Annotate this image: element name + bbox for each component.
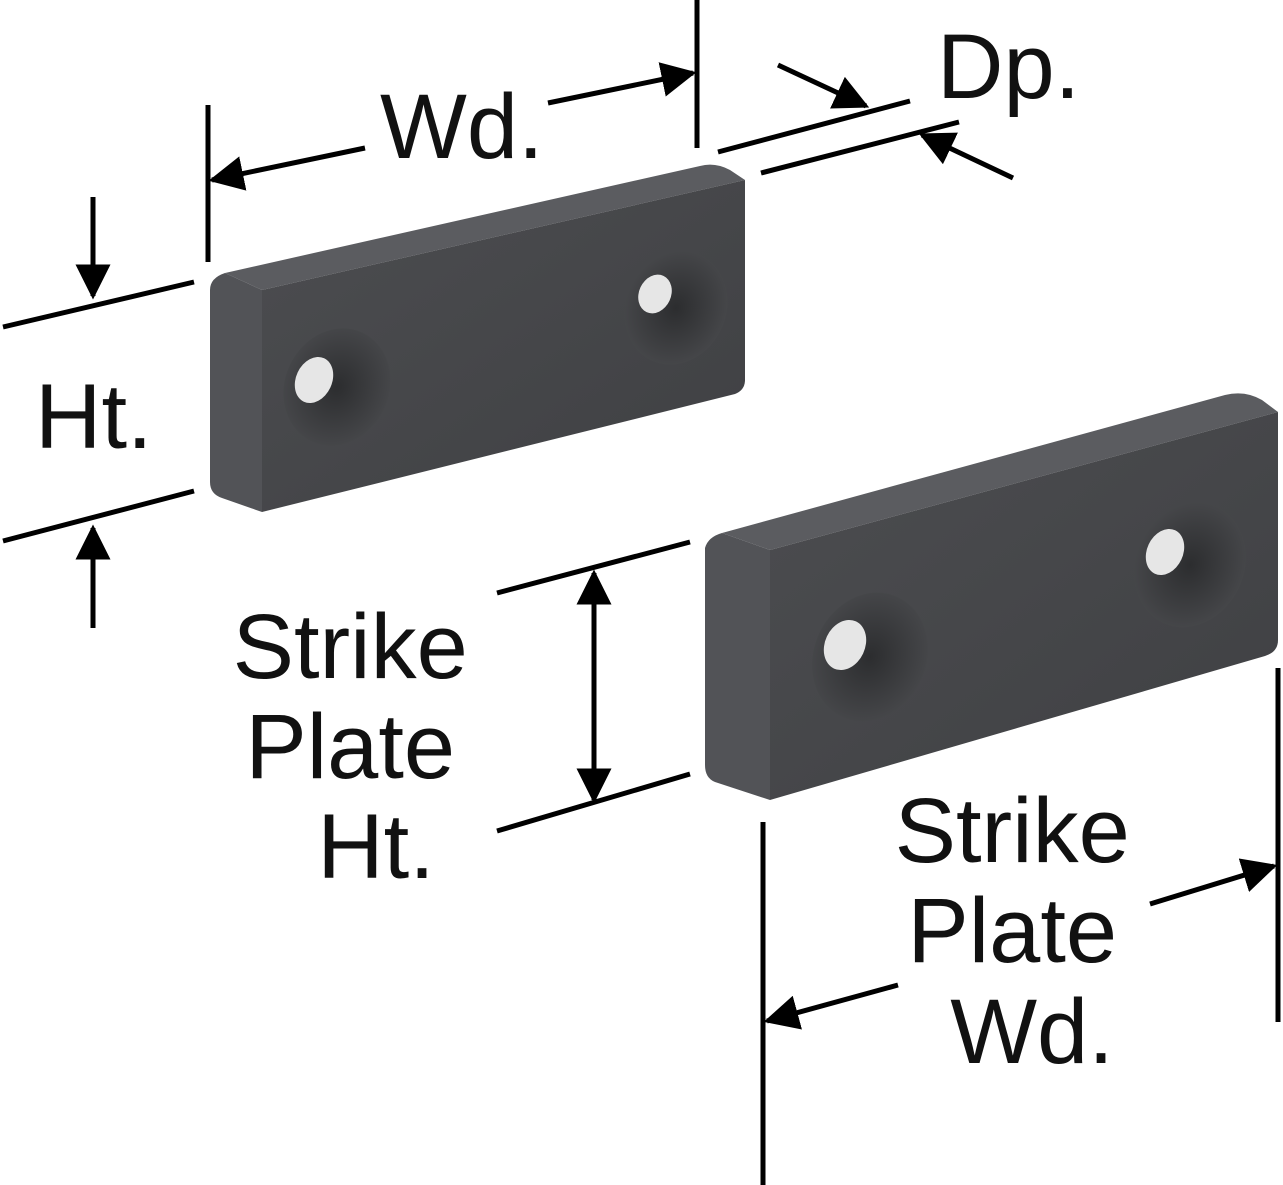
strike-plate-height-line: Strike xyxy=(233,596,468,698)
strike-plate-left-edge xyxy=(705,533,770,800)
extension-line xyxy=(760,119,960,176)
height-dimension: Ht. xyxy=(2,197,195,628)
extension-line xyxy=(2,488,195,544)
strike-plate-width-line: Wd. xyxy=(950,981,1114,1083)
through-hole xyxy=(638,274,672,314)
extension-line xyxy=(717,98,911,155)
plate-front-face xyxy=(262,180,745,512)
strike-plate-height-line: Ht. xyxy=(317,796,435,898)
dimension-arrow xyxy=(776,62,870,109)
width-dimension: Wd. xyxy=(205,0,700,262)
width-label: Wd. xyxy=(380,76,544,178)
mounting-plate xyxy=(210,164,745,512)
strike-plate-height-line: Plate xyxy=(245,696,455,798)
strike-plate-width-dimension: Strike Plate Wd. xyxy=(760,668,1281,1185)
depth-label: Dp. xyxy=(937,16,1080,118)
countersink-hole xyxy=(283,328,391,446)
strike-plate-width-line: Strike xyxy=(895,780,1130,882)
extension-line xyxy=(496,539,691,596)
plate-top-face xyxy=(225,164,745,290)
strike-plate xyxy=(705,393,1278,800)
strike-plate-height-dimension: Strike Plate Ht. xyxy=(233,539,691,898)
depth-dimension: Dp. xyxy=(717,16,1080,181)
through-hole xyxy=(294,356,334,404)
through-hole xyxy=(1145,528,1185,576)
strike-plate-height-label: Strike Plate Ht. xyxy=(233,596,494,898)
dimension-arrow xyxy=(208,145,366,191)
strike-plate-width-line: Plate xyxy=(907,880,1117,982)
strike-plate-width-label: Strike Plate Wd. xyxy=(895,780,1156,1083)
dimension-arrow xyxy=(763,982,899,1030)
extension-line xyxy=(2,279,195,330)
strike-plate-top-face xyxy=(722,393,1278,550)
dimension-arrow xyxy=(1149,858,1278,907)
through-hole xyxy=(823,619,867,671)
plate-left-edge xyxy=(210,273,262,512)
height-label: Ht. xyxy=(35,366,153,468)
dimension-arrow xyxy=(547,62,697,106)
dimension-arrow xyxy=(918,132,1015,181)
